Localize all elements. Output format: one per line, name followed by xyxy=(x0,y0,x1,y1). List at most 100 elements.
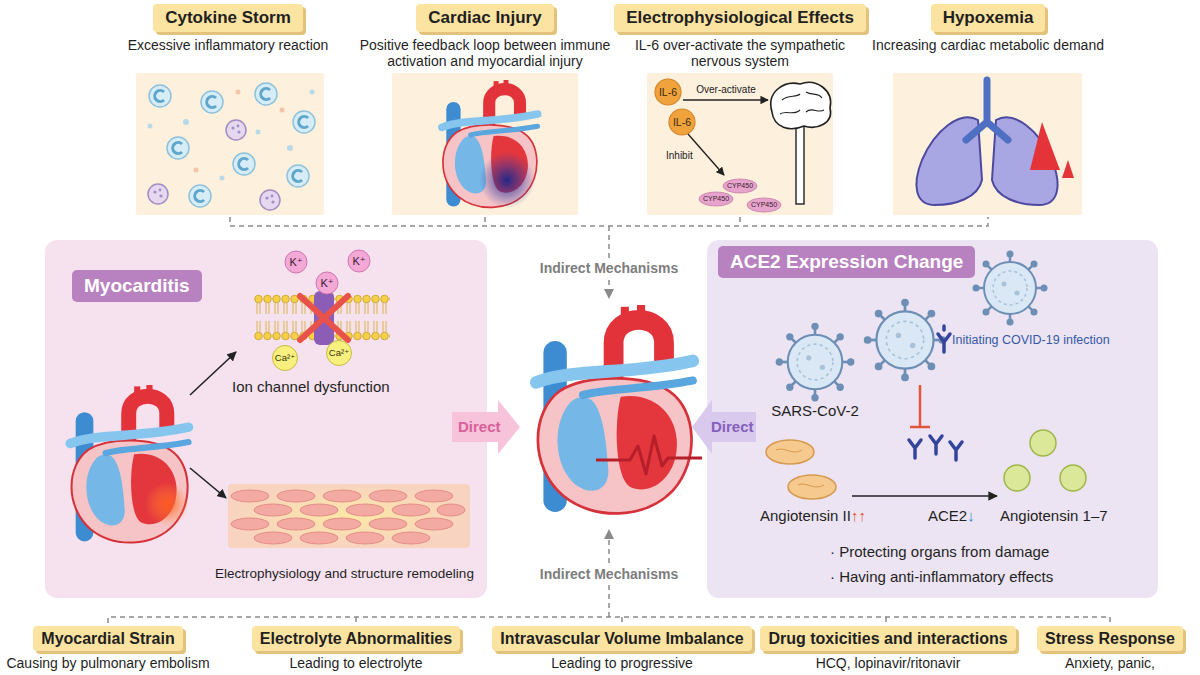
trend-arrow: ↓ xyxy=(967,507,975,524)
bullet-point: · Protecting organs from damage xyxy=(830,543,1049,560)
mechanism-tag-group: Myocardial StrainCausing by pulmonary em… xyxy=(6,626,209,671)
myocyte-tissue xyxy=(254,532,292,544)
immune-cells xyxy=(310,90,315,95)
ion-label: K⁺ xyxy=(320,277,333,290)
branch-arrow xyxy=(190,352,236,395)
inflamed-heart xyxy=(70,385,188,542)
effect-caption: Ion channel dysfunction xyxy=(232,378,390,395)
picture-frame xyxy=(392,73,578,215)
enzyme-label: CYP450 xyxy=(703,195,729,203)
receptor xyxy=(909,440,921,458)
myocyte-tissue xyxy=(437,504,465,516)
direct-label: Direct xyxy=(711,418,754,435)
mechanism-tag-group: Cytokine StormExcessive inflammatory rea… xyxy=(113,4,343,53)
sympathetic-sketch xyxy=(699,192,733,206)
injured-heart xyxy=(442,80,538,208)
sympathetic-sketch xyxy=(796,124,804,204)
myocyte-tissue xyxy=(228,484,470,548)
arrow-label: Over-activate xyxy=(696,84,755,96)
ion xyxy=(327,341,352,366)
virus-particle xyxy=(973,251,1048,326)
myocyte-tissue xyxy=(300,504,338,516)
sympathetic-sketch xyxy=(723,179,757,193)
immune-cells xyxy=(194,168,199,173)
ion-label: K⁺ xyxy=(352,255,365,268)
heading-tag: Stress Response xyxy=(1037,626,1183,651)
central-heart xyxy=(596,436,702,474)
indirect-bracket xyxy=(108,217,1110,623)
inhibition-line xyxy=(910,385,930,427)
label-group: Angiotensin II↑↑ xyxy=(760,507,866,525)
immune-cells xyxy=(148,83,316,210)
direct-label: Direct xyxy=(458,418,501,435)
immune-cells xyxy=(255,83,277,105)
ion xyxy=(348,250,370,272)
myocyte-tissue xyxy=(369,518,407,530)
immune-cells xyxy=(148,184,168,204)
cell-membrane xyxy=(254,291,390,345)
ion-label: Ca²⁺ xyxy=(329,348,349,359)
subtitle-text: Positive feedback loop between immune ac… xyxy=(355,37,615,69)
inflamed-heart xyxy=(145,482,189,526)
picture-frame xyxy=(647,73,833,215)
myocyte-tissue xyxy=(231,490,465,544)
subtitle-text: Anxiety, panic, xyxy=(1065,655,1155,671)
branch-arrow xyxy=(190,468,226,498)
mechanism-tag-group: Drug toxicities and interactionsHCQ, lop… xyxy=(760,626,1015,671)
angiotensin-1-7-molecule xyxy=(1060,465,1086,491)
subtitle-text: HCQ, lopinavir/ritonavir xyxy=(816,655,961,671)
heading-tag: Cardiac Injury xyxy=(416,4,553,32)
mechanism-tag-group: Intravascular Volume ImbalanceLeading to… xyxy=(492,626,751,671)
direct-arrow xyxy=(452,400,520,454)
cytokine-label: IL-6 xyxy=(659,86,677,98)
immune-cells xyxy=(183,119,189,125)
angiotensin-1-7-molecule xyxy=(1030,430,1056,456)
lungs xyxy=(1062,160,1074,178)
subtitle-text: Excessive inflammatory reaction xyxy=(128,37,329,53)
ion xyxy=(285,251,307,273)
myocyte-tissue xyxy=(277,490,315,502)
immune-cells xyxy=(293,111,315,133)
trend-arrow: ↑↑ xyxy=(851,507,866,524)
ion xyxy=(273,250,371,371)
heading-tag: Intravascular Volume Imbalance xyxy=(492,626,751,651)
immune-cells xyxy=(220,176,225,181)
injured-heart xyxy=(442,80,538,207)
mechanism-label: Indirect Mechanisms xyxy=(536,565,683,583)
virus-name: SARS-CoV-2 xyxy=(771,402,859,419)
sympathetic-sketch xyxy=(683,99,768,100)
receptor xyxy=(950,442,962,460)
subtitle-text: Causing by pulmonary embolism xyxy=(6,655,209,671)
myocyte-tissue xyxy=(392,504,430,516)
myocyte-tissue xyxy=(323,518,361,530)
label-group: ACE2↓ xyxy=(928,507,975,525)
enzyme-name: ACE2 xyxy=(928,507,967,524)
arrow-label: Inhibit xyxy=(666,150,693,162)
mechanism-panel: Myocarditis xyxy=(45,240,487,598)
angiotensin-ii-molecule xyxy=(776,449,824,487)
picture-frame xyxy=(893,73,1082,215)
subtitle-text: Leading to progressive xyxy=(551,655,693,671)
myocyte-tissue xyxy=(392,532,430,544)
molecule-name: Angiotensin II xyxy=(760,507,851,524)
receptor-note: Initiating COVID-19 infection xyxy=(952,333,1110,347)
picture-frame xyxy=(136,73,1082,215)
immune-cells xyxy=(236,90,241,95)
sympathetic-sketch xyxy=(747,198,781,212)
angiotensin-ii-molecule xyxy=(788,475,836,499)
myocyte-tissue xyxy=(323,490,361,502)
sympathetic-sketch xyxy=(771,82,831,128)
mechanism-tag-group: Stress ResponseAnxiety, panic, xyxy=(1037,626,1183,671)
subtitle-text: Increasing cardiac metabolic demand xyxy=(872,37,1104,53)
immune-cells xyxy=(194,90,285,173)
lungs xyxy=(916,80,1074,205)
ion-label: K⁺ xyxy=(289,256,302,269)
bullet-point: · Having anti-inflammatory effects xyxy=(830,568,1053,585)
sympathetic-sketch xyxy=(655,79,831,212)
myocyte-tissue xyxy=(415,490,453,502)
ion xyxy=(316,272,338,294)
mechanism-label: Indirect Mechanisms xyxy=(536,259,683,277)
heading-tag: Hypoxemia xyxy=(931,4,1046,32)
immune-cells xyxy=(226,120,246,140)
myocyte-tissue xyxy=(231,518,269,530)
